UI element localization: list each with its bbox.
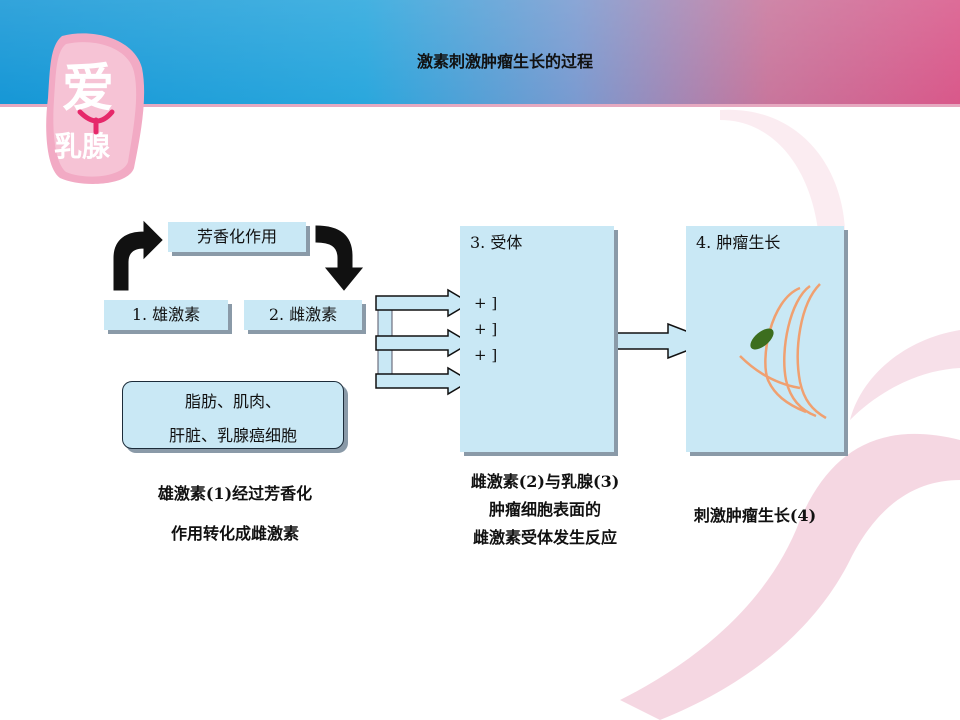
estrogen-box: 2. 雌激素 <box>244 300 362 330</box>
receptor-box: 3. 受体 <box>460 226 614 452</box>
aromatase-label: 芳香化作用 <box>196 227 277 246</box>
curved-arrow-up-icon <box>113 220 163 291</box>
caption-mid-line2: 肿瘤细胞表面的 <box>488 500 601 519</box>
tissue-line-1: 脂肪、肌肉、 <box>184 392 281 411</box>
receptor-mark-2: + ] <box>474 320 498 338</box>
caption-left-line2: 作用转化成雌激素 <box>170 524 299 543</box>
breast-care-logo: 爱 乳腺 <box>46 33 145 184</box>
caption-mid-line3: 雌激素受体发生反应 <box>472 528 617 547</box>
androgen-box: 1. 雄激素 <box>104 300 228 330</box>
aromatase-box: 芳香化作用 <box>168 222 306 252</box>
block-arrow-2 <box>375 328 472 358</box>
receptor-mark-3: + ] <box>474 346 498 364</box>
header-sheen <box>0 0 960 104</box>
tissue-line-2: 肝脏、乳腺癌细胞 <box>168 426 297 445</box>
tissue-box: 脂肪、肌肉、 肝脏、乳腺癌细胞 <box>122 381 344 449</box>
header-banner <box>0 0 960 104</box>
estrogen-label: 2. 雌激素 <box>268 305 338 324</box>
page-title: 激素刺激肿瘤生长的过程 <box>416 52 593 71</box>
block-arrow-1 <box>375 288 472 318</box>
curved-arrow-down-icon <box>315 225 364 291</box>
logo-character-bottom: 乳腺 <box>54 130 111 163</box>
caption-mid-line1: 雌激素(2)与乳腺(3) <box>470 472 620 491</box>
caption-right: 刺激肿瘤生长(4) <box>693 506 817 525</box>
logo-character-top: 爱 <box>62 59 114 119</box>
caption-left-line1: 雄激素(1)经过芳香化 <box>157 484 313 503</box>
receptor-mark-1: + ] <box>474 294 498 312</box>
block-arrow-3 <box>375 366 472 396</box>
androgen-label: 1. 雄激素 <box>131 305 201 324</box>
tumor-growth-label: 4. 肿瘤生长 <box>696 233 781 252</box>
receptor-label: 3. 受体 <box>470 233 523 252</box>
header-divider <box>0 104 960 107</box>
